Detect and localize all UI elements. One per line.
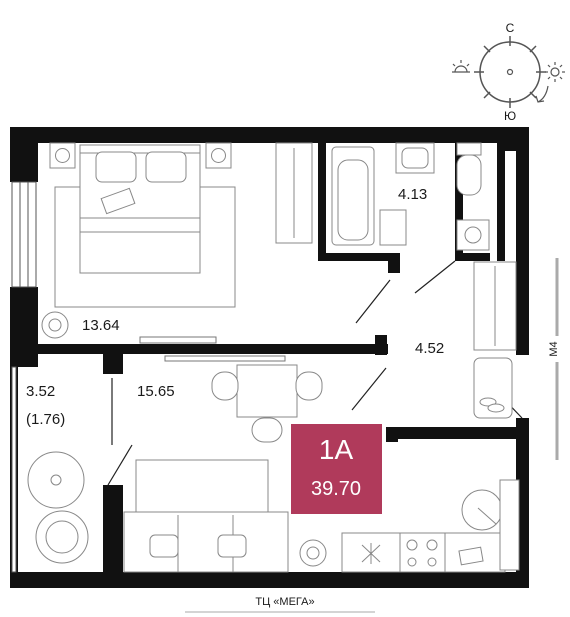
compass-center (506, 68, 514, 76)
bedroom-furniture (41, 142, 313, 339)
balcony-area: 3.52 (26, 383, 55, 400)
apartment-total-area: 39.70 (311, 478, 361, 500)
chair-bottom (251, 417, 283, 443)
hallway-area: 4.52 (415, 340, 444, 357)
sun-icon (545, 62, 565, 82)
bathroom-area: 4.13 (398, 186, 427, 203)
washing-machine (379, 209, 407, 246)
road-label: М4 (548, 341, 560, 356)
bedroom-area: 13.64 (82, 317, 120, 334)
radiator-living (164, 355, 286, 362)
kitchen-fixtures (341, 479, 520, 573)
dining-table (236, 364, 298, 418)
landmark-marker: ТЦ «МЕГА» (185, 594, 375, 613)
fridge (499, 479, 520, 571)
apartment-type: 1А (319, 434, 354, 465)
hallway-wardrobe (473, 261, 517, 419)
book-icon (100, 187, 136, 215)
living-kitchen-area: 15.65 (137, 383, 175, 400)
bedroom-window (11, 181, 37, 288)
compass: С Ю (452, 21, 565, 123)
pillow-left (95, 151, 137, 183)
balcony-reduced-area: (1.76) (26, 411, 65, 428)
cushion-right (217, 534, 247, 558)
bathroom-fixtures (331, 142, 490, 251)
landmark-label: ТЦ «МЕГА» (255, 596, 314, 608)
sunrise-icon (452, 60, 470, 73)
cushion-left (149, 534, 179, 558)
pillow-right (145, 151, 187, 183)
chair-left (211, 371, 239, 401)
toilet-tank (456, 142, 482, 156)
radiator (139, 336, 217, 344)
balcony-window (11, 366, 17, 573)
kitchen-note (458, 546, 484, 566)
living-furniture (27, 364, 327, 573)
stove (399, 532, 446, 573)
compass-south-label: Ю (504, 109, 516, 123)
badge-background (291, 424, 382, 514)
sofa (123, 511, 289, 573)
toilet (456, 154, 482, 196)
compass-north-label: С (506, 21, 515, 35)
road-marker: М4 (546, 258, 568, 460)
apartment-badge: 1А 39.70 (291, 424, 382, 514)
sun-path-arrow-icon (535, 85, 549, 103)
chair-right (295, 371, 323, 401)
